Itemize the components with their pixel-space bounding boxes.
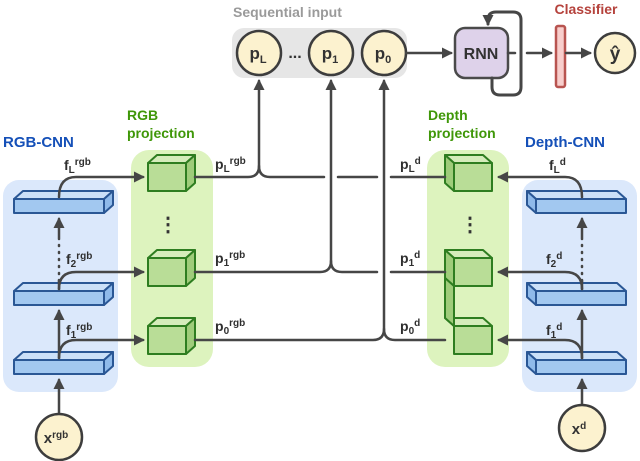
depth-cube-0	[444, 277, 493, 355]
rgb-cnn-title: RGB-CNN	[3, 134, 74, 151]
output-label: ŷ	[610, 44, 621, 65]
node-pL-label: pL	[249, 44, 266, 66]
edge-pL-d-to-pL	[257, 164, 447, 179]
depth-cube-1	[444, 249, 493, 287]
depth-projection-title-2: projection	[428, 125, 496, 141]
label-p0-d: p0d	[400, 318, 420, 337]
depth-projection-dots: ⋮	[460, 214, 480, 236]
rgb-bar-2	[13, 282, 114, 306]
edge-p0-rgb-to-p0	[193, 79, 390, 342]
label-pL-d: pLd	[400, 156, 421, 175]
label-fL-rgb: fLrgb	[64, 157, 91, 176]
label-f1-rgb: f1rgb	[66, 322, 92, 341]
rgb-cube-1	[147, 249, 196, 287]
depth-bar-L	[526, 190, 627, 214]
classifier-bar	[554, 24, 567, 89]
label-f2-rgb: f2rgb	[66, 251, 92, 270]
label-pL-rgb: pLrgb	[215, 156, 246, 175]
rgb-projection-title-1: RGB	[127, 107, 158, 123]
classifier-title: Classifier	[554, 1, 618, 17]
depth-projection-title-1: Depth	[428, 107, 468, 123]
label-fL-d: fLd	[549, 157, 566, 176]
depth-bar-1	[526, 351, 627, 375]
node-yhat	[593, 31, 637, 75]
edge-fL-d	[497, 171, 584, 199]
rgb-projection-title-2: projection	[127, 125, 195, 141]
label-p1-d: p1d	[400, 250, 420, 269]
node-p1	[307, 29, 355, 77]
rgb-cube-0	[147, 317, 196, 355]
rnn-label: RNN	[464, 46, 499, 63]
node-x-rgb	[34, 412, 84, 461]
depth-cube-L	[444, 154, 493, 192]
rgb-bar-1	[13, 351, 114, 375]
label-f2-d: f2d	[546, 251, 562, 270]
depth-bar-2	[526, 282, 627, 306]
label-f1-d: f1d	[546, 322, 562, 341]
label-p0-rgb: p0rgb	[215, 318, 245, 337]
node-x-d-label: xd	[572, 421, 586, 438]
node-p1-label: p1	[322, 44, 339, 66]
node-x-rgb-label: xrgb	[44, 430, 68, 447]
edge-p1-d-to-p1	[329, 259, 447, 274]
label-p1-rgb: p1rgb	[215, 250, 245, 269]
node-pL	[235, 29, 283, 77]
rgb-projection-dots: ⋮	[158, 214, 178, 236]
sequence-ellipsis: ...	[288, 45, 301, 62]
rgb-cube-L	[147, 154, 196, 192]
sequential-input-title: Sequential input	[233, 4, 342, 20]
edge-p0-d-to-p0	[382, 327, 447, 342]
node-p0-label: p0	[375, 44, 392, 66]
edge-fL-rgb	[57, 171, 145, 199]
depth-cnn-title: Depth-CNN	[525, 134, 605, 151]
rgb-bar-L	[13, 190, 114, 214]
node-x-d	[557, 403, 607, 453]
rnn-recurrent-loop	[482, 10, 523, 97]
